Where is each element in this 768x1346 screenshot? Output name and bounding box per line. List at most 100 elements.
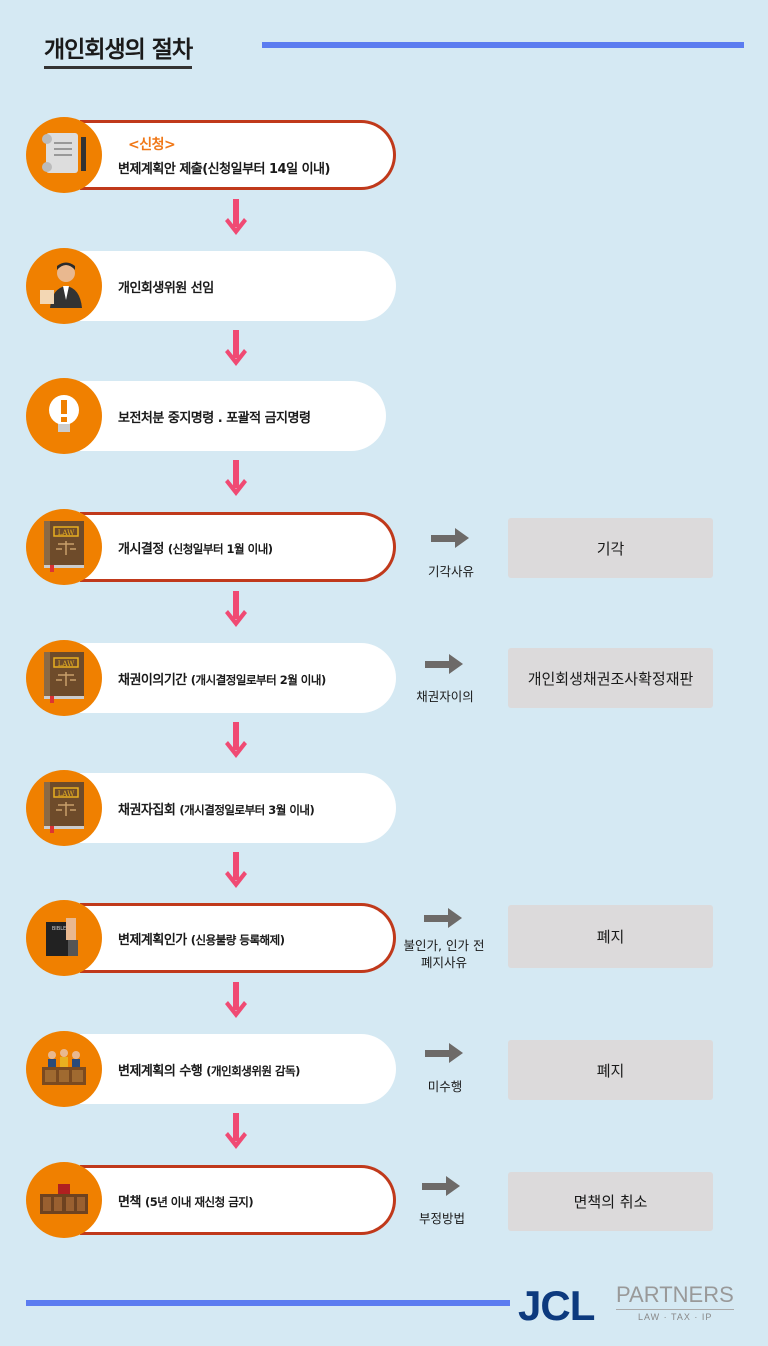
step-pill: 개시결정 (신청일부터 1월 이내) [80, 512, 396, 582]
branch-condition-line: 채권자이의 [416, 689, 474, 704]
step-pill: 변제계획의 수행 (개인회생위원 감독) [80, 1034, 396, 1104]
svg-text:LAW: LAW [58, 660, 75, 668]
step-icon-circle [26, 117, 102, 193]
step-title: 채권자집회 [118, 802, 176, 818]
branch-condition-line: 부정방법 [418, 1211, 465, 1226]
arrow-right-icon [431, 527, 471, 549]
step-pill: 면책 (5년 이내 재신청 금지) [80, 1165, 396, 1235]
step-4: 개시결정 (신청일부터 1월 이내) LAW [26, 507, 406, 587]
step-title: 변제계획의 수행 [118, 1063, 203, 1079]
svg-text:BIBLE: BIBLE [52, 926, 66, 932]
arrow-right-icon [424, 907, 464, 929]
step-label: 채권이의기간 (개시결정일로부터 2월 이내) [118, 669, 396, 688]
logo-main: JCL [518, 1282, 595, 1329]
branch-result-box: 폐지 [508, 905, 713, 968]
oath-bible-icon: BIBLE [36, 908, 92, 968]
branch-condition: 채권자이의 [395, 688, 495, 705]
step-title: 개인회생위원 선임 [118, 280, 214, 296]
step-icon-circle: LAW [26, 770, 102, 846]
law-book-icon: LAW [36, 776, 92, 840]
lightbulb-icon [36, 386, 92, 446]
arrow-down-icon [224, 720, 248, 762]
law-book-icon: LAW [36, 515, 92, 579]
arrow-down-icon [224, 328, 248, 370]
step-label: 변제계획안 제출(신청일부터 14일 이내) [118, 158, 393, 177]
step-label: 보전처분 중지명령 . 포괄적 금지명령 [118, 407, 386, 426]
branch-result: 개인회생채권조사확정재판 [527, 669, 694, 688]
step-icon-circle [26, 1031, 102, 1107]
step-label: 변제계획인가 (신용불량 등록해제) [118, 929, 393, 948]
arrow-down-icon [224, 980, 248, 1022]
step-icon-circle [26, 378, 102, 454]
step-8: 변제계획의 수행 (개인회생위원 감독) [26, 1029, 406, 1109]
branch-condition-line: 기각사유 [427, 564, 474, 579]
branch-condition-line: 폐지사유 [420, 955, 467, 970]
step-title: 변제계획안 제출(신청일부터 14일 이내) [118, 161, 330, 177]
step-pill: 채권자집회 (개시결정일로부터 3월 이내) [80, 773, 396, 843]
step-title: 면책 [118, 1194, 141, 1210]
branch-condition: 기각사유 [401, 563, 501, 580]
step-note: (신청일부터 1월 이내) [167, 541, 273, 556]
branch-result-box: 개인회생채권조사확정재판 [508, 648, 713, 708]
step-6: 채권자집회 (개시결정일로부터 3월 이내) LAW [26, 768, 406, 848]
branch-condition-line: 미수행 [427, 1079, 463, 1094]
logo-tag: LAW · TAX · IP [638, 1312, 713, 1322]
step-note: (개시결정일로부터 3월 이내) [179, 802, 315, 817]
arrow-down-icon [224, 458, 248, 500]
branch-condition: 부정방법 [392, 1210, 492, 1227]
arrow-down-icon [224, 850, 248, 892]
step-sub-label: <신청> [128, 136, 176, 153]
step-title: 보전처분 중지명령 . 포괄적 금지명령 [118, 410, 311, 426]
svg-text:LAW: LAW [58, 790, 75, 798]
step-5: 채권이의기간 (개시결정일로부터 2월 이내) LAW [26, 638, 406, 718]
arrow-right-icon [425, 1042, 465, 1064]
step-title: 개시결정 [118, 541, 164, 557]
committee-icon [34, 1039, 94, 1099]
divider [262, 42, 744, 48]
arrow-down-icon [224, 589, 248, 631]
step-label: 채권자집회 (개시결정일로부터 3월 이내) [118, 799, 396, 818]
step-7: 변제계획인가 (신용불량 등록해제) BIBLE [26, 898, 406, 978]
step-icon-circle: BIBLE [26, 900, 102, 976]
arrow-down-icon [224, 197, 248, 239]
businessman-icon [36, 256, 92, 316]
branch-condition: 미수행 [395, 1078, 495, 1095]
branch-result: 폐지 [596, 928, 625, 946]
arrow-down-icon [224, 1111, 248, 1153]
step-note: (5년 이내 재신청 금지) [144, 1194, 254, 1209]
logo-side: PARTNERS [616, 1282, 734, 1310]
step-pill: 채권이의기간 (개시결정일로부터 2월 이내) [80, 643, 396, 713]
step-note: (개인회생위원 감독) [206, 1063, 300, 1078]
step-icon-circle: LAW [26, 509, 102, 585]
branch-result: 면책의 취소 [573, 1193, 648, 1211]
step-title: 변제계획인가 [118, 932, 187, 948]
courtroom-icon [34, 1170, 94, 1230]
step-label: 개인회생위원 선임 [118, 277, 396, 296]
step-3: 보전처분 중지명령 . 포괄적 금지명령 [26, 376, 406, 456]
step-pill: 변제계획인가 (신용불량 등록해제) [80, 903, 396, 973]
step-9: 면책 (5년 이내 재신청 금지) [26, 1160, 406, 1240]
branch-result-box: 기각 [508, 518, 713, 578]
arrow-right-icon [422, 1175, 462, 1197]
step-icon-circle: LAW [26, 640, 102, 716]
branch-result-box: 폐지 [508, 1040, 713, 1100]
step-pill: 개인회생위원 선임 [80, 251, 396, 321]
step-pill: 보전처분 중지명령 . 포괄적 금지명령 [80, 381, 386, 451]
law-book-icon: LAW [36, 646, 92, 710]
step-2: 개인회생위원 선임 [26, 246, 406, 326]
branch-condition-line: 불인가, 인가 전 [403, 938, 485, 953]
divider [26, 1300, 510, 1306]
page-title: 개인회생의 절차 [44, 30, 193, 69]
step-pill: <신청> 변제계획안 제출(신청일부터 14일 이내) [80, 120, 396, 190]
step-title: 채권이의기간 [118, 672, 187, 688]
step-icon-circle [26, 1162, 102, 1238]
step-note: (신용불량 등록해제) [190, 932, 285, 947]
arrow-right-icon [425, 653, 465, 675]
branch-result-box: 면책의 취소 [508, 1172, 713, 1231]
svg-text:LAW: LAW [58, 529, 75, 537]
step-label: 면책 (5년 이내 재신청 금지) [118, 1191, 393, 1210]
step-note: (개시결정일로부터 2월 이내) [190, 672, 326, 687]
branch-result: 기각 [596, 539, 625, 558]
step-icon-circle [26, 248, 102, 324]
